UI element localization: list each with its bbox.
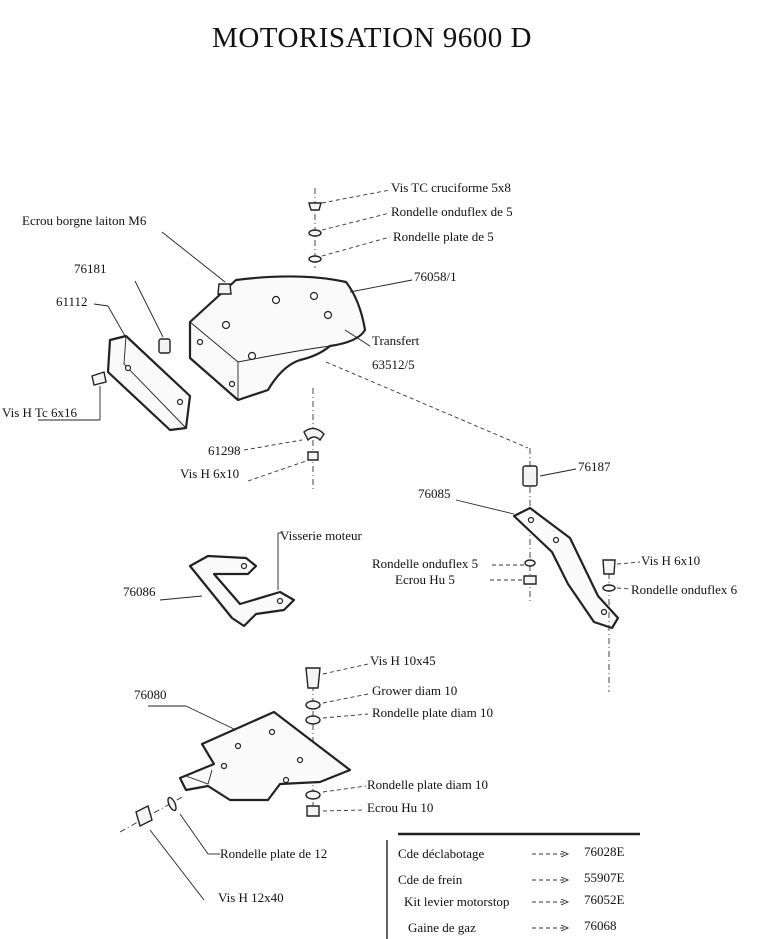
label-vis-h-tc: Vis H Tc 6x16	[2, 405, 77, 420]
grower-part	[305, 700, 321, 710]
vis-h10x45-part	[305, 667, 321, 689]
vis-tc-part	[308, 202, 322, 211]
legend-arrow-icon-3	[532, 924, 570, 932]
label-ref-63512: 63512/5	[372, 357, 415, 372]
label-transfert: Transfert	[372, 333, 420, 348]
legend-name-1: Cde de frein	[398, 872, 463, 887]
lever-76085	[512, 506, 620, 630]
vis-h6x10-left-part	[307, 451, 319, 461]
label-ecrou-borgne: Ecrou borgne laiton M6	[22, 213, 147, 228]
label-vis-h10x45: Vis H 10x45	[370, 653, 436, 668]
spacer-76181	[158, 338, 171, 354]
label-rondelle-onduflex-5: Rondelle onduflex 5	[372, 556, 478, 571]
label-vis-h6x10-right: Vis H 6x10	[641, 553, 700, 568]
legend-arrow-icon-1	[532, 876, 570, 884]
legend-ref-1: 55907E	[584, 870, 625, 885]
legend-ref-2: 76052E	[584, 892, 625, 907]
washer-onduflex-6	[602, 584, 616, 592]
legend-name-2: Kit levier motorstop	[404, 894, 509, 909]
legend-name-0: Cde déclabotage	[398, 846, 484, 861]
label-ref-76080: 76080	[134, 687, 167, 702]
label-ref-61298: 61298	[208, 443, 241, 458]
diagram-title: MOTORISATION 9600 D	[212, 22, 532, 54]
vis-h6x10-right-part	[602, 559, 616, 575]
clip-61298	[303, 427, 325, 442]
plate-76080	[178, 710, 352, 802]
label-visserie-moteur: Visserie moteur	[280, 528, 363, 543]
bracket-76086	[188, 554, 296, 628]
transfert-housing	[188, 275, 413, 402]
label-rondelle-plate-5: Rondelle plate de 5	[393, 229, 494, 244]
vis-h-tc-part	[91, 371, 107, 386]
washer-onduflex-top	[308, 229, 322, 237]
legend-rows: Cde déclabotage 76028E Cde de frein 55907E K…	[398, 844, 625, 935]
label-rondelle-onduflex-top: Rondelle onduflex de 5	[391, 204, 513, 219]
washer-plate-12	[167, 796, 177, 812]
label-rondelle-plate-10b: Rondelle plate diam 10	[367, 777, 488, 792]
legend-name-3: Gaine de gaz	[408, 920, 476, 935]
label-ecrou-hu5: Ecrou Hu 5	[395, 572, 455, 587]
label-ref-76058: 76058/1	[414, 269, 457, 284]
legend-box	[386, 832, 640, 939]
label-ref-76086: 76086	[123, 584, 156, 599]
pin-76187	[522, 465, 538, 487]
label-rondelle-plate-12: Rondelle plate de 12	[220, 846, 327, 861]
label-rondelle-plate-10a: Rondelle plate diam 10	[372, 705, 493, 720]
vis-h12x40-part	[135, 804, 153, 828]
bracket-61112	[106, 334, 192, 432]
washer-plate-10b	[305, 790, 321, 800]
legend-ref-3: 76068	[584, 918, 617, 933]
legend-arrow-icon-2	[532, 898, 570, 906]
legend-arrow-icon-0	[532, 850, 570, 858]
label-ref-76085: 76085	[418, 486, 451, 501]
ecrou-borgne-part	[217, 283, 232, 295]
label-ecrou-hu10: Ecrou Hu 10	[367, 800, 433, 815]
washer-plate-5	[308, 255, 322, 263]
label-vis-tc: Vis TC cruciforme 5x8	[391, 180, 511, 195]
washer-onduflex-5	[524, 559, 536, 567]
nut-hu10	[306, 805, 320, 817]
washer-plate-10a	[305, 715, 321, 725]
label-ref-76181: 76181	[74, 261, 107, 276]
legend-ref-0: 76028E	[584, 844, 625, 859]
label-ref-61112: 61112	[56, 294, 88, 309]
top-fastener-stack	[308, 188, 391, 268]
nut-hu5	[523, 575, 537, 585]
label-ref-76187: 76187	[578, 459, 611, 474]
label-vis-h6x10-left: Vis H 6x10	[180, 466, 239, 481]
housing-body	[188, 275, 367, 402]
label-rondelle-onduflex-6: Rondelle onduflex 6	[631, 582, 738, 597]
label-grower: Grower diam 10	[372, 683, 457, 698]
label-vis-h12x40: Vis H 12x40	[218, 890, 284, 905]
